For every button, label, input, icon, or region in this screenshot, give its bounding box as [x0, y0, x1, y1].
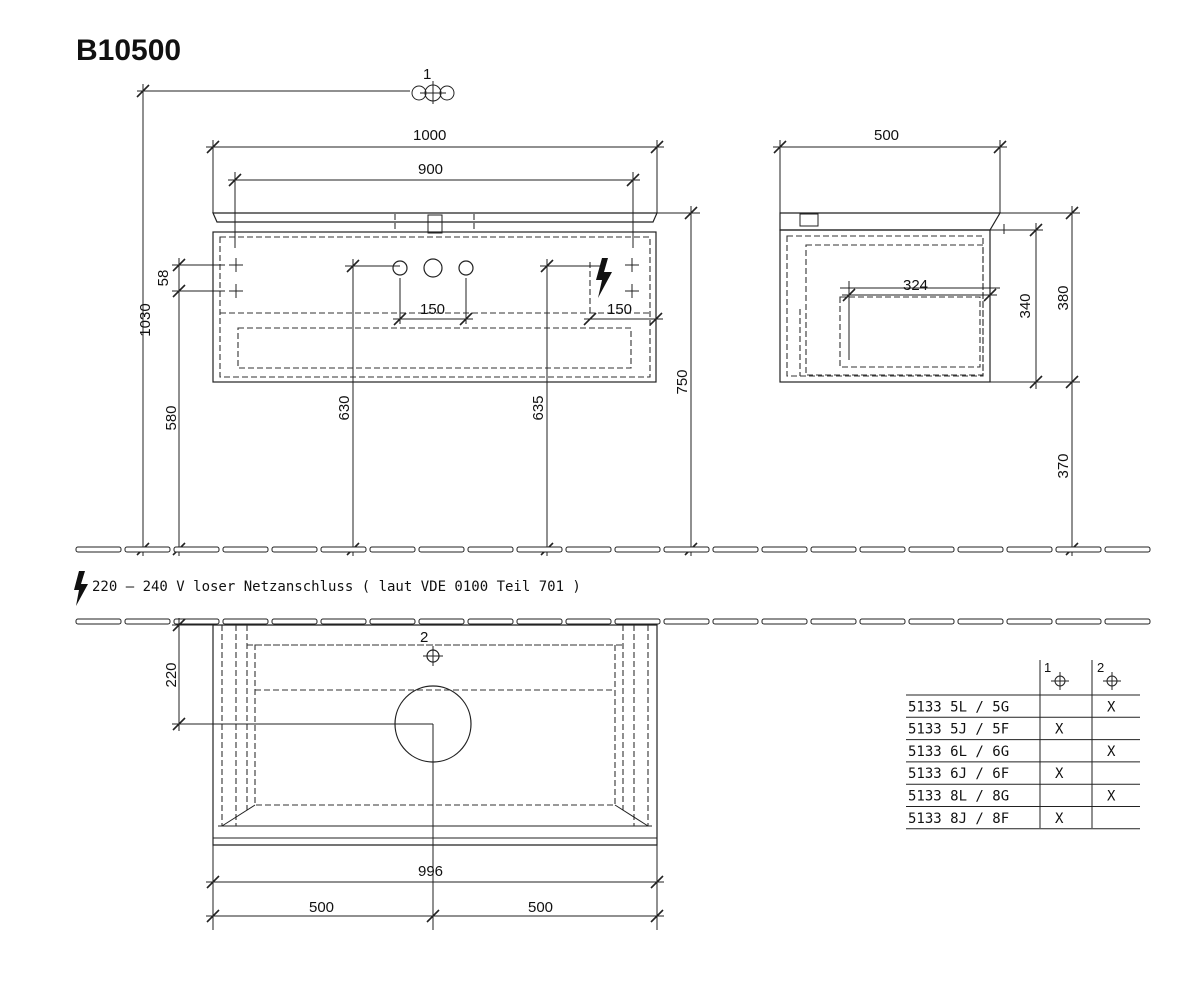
- dim-500-depth: 500: [874, 127, 899, 144]
- floor-block: [614, 618, 661, 625]
- dim-58: 58: [155, 270, 172, 287]
- floor-block: [810, 618, 857, 625]
- floor-block: [908, 546, 955, 553]
- floor-block: [320, 546, 367, 553]
- table-row-code: 5133 8L / 8G: [908, 789, 1009, 805]
- floor-block: [369, 618, 416, 625]
- floor-block: [761, 546, 808, 553]
- floor-line: [75, 546, 1151, 553]
- table-row-code: 5133 6J / 6F: [908, 766, 1009, 782]
- dim-150-left: 150: [420, 301, 445, 318]
- dim-220: 220: [163, 662, 180, 687]
- floor-block: [663, 618, 710, 625]
- dim-635: 635: [530, 395, 547, 420]
- floor-block: [320, 618, 367, 625]
- floor-block: [124, 546, 171, 553]
- floor-block: [1055, 618, 1102, 625]
- floor-block: [859, 546, 906, 553]
- dim-1030: 1030: [137, 303, 154, 336]
- dim-630: 630: [336, 395, 353, 420]
- floor-block: [712, 546, 759, 553]
- floor-block: [957, 546, 1004, 553]
- floor-block: [124, 618, 171, 625]
- floor-block: [75, 546, 122, 553]
- table-cell-1: X: [1055, 766, 1064, 782]
- floor-block: [810, 546, 857, 553]
- floor-block: [663, 546, 710, 553]
- dim-324: 324: [903, 277, 928, 294]
- floor-block: [271, 546, 318, 553]
- electrical-note: 220 – 240 V loser Netzanschluss ( laut V…: [92, 579, 581, 595]
- floor-block: [908, 618, 955, 625]
- floor-block: [75, 618, 122, 625]
- table-col-header-1: 1: [1044, 660, 1051, 675]
- dim-500-right: 500: [528, 899, 553, 916]
- table-col-header-2: 2: [1097, 660, 1104, 675]
- floor-block: [173, 618, 220, 625]
- table-header-icon-2: [1103, 672, 1121, 690]
- lightning-icon: [596, 258, 612, 298]
- tap-hole-icon: [392, 260, 408, 276]
- floor-block: [222, 546, 269, 553]
- dim-500-left: 500: [309, 899, 334, 916]
- floor-block: [712, 618, 759, 625]
- floor-block: [761, 618, 808, 625]
- floor-block: [418, 618, 465, 625]
- tap-hole-icon: [458, 260, 474, 276]
- drawing-title: B10500: [76, 34, 181, 67]
- table-row-code: 5133 8J / 8F: [908, 811, 1009, 827]
- variant-table: 1 2 5133 5L / 5G X 5133 5J / 5F X 5133 6L / …: [906, 660, 1140, 830]
- floor-block: [1104, 546, 1151, 553]
- table-cell-2: X: [1107, 789, 1116, 805]
- callout-1: 1: [423, 66, 431, 83]
- floor-block: [516, 546, 563, 553]
- floor-block: [1006, 618, 1053, 625]
- dim-150-right: 150: [607, 301, 632, 318]
- table-cell-1: X: [1055, 811, 1064, 827]
- floor-block: [467, 546, 514, 553]
- callout-1-icon: [411, 81, 455, 104]
- table-cell-2: X: [1107, 699, 1116, 715]
- dim-1000: 1000: [413, 127, 446, 144]
- floor-block: [957, 618, 1004, 625]
- dim-580: 580: [163, 405, 180, 430]
- dim-750: 750: [674, 369, 691, 394]
- callout-2: 2: [420, 629, 428, 646]
- table-cell-2: X: [1107, 744, 1116, 760]
- floor-block: [1006, 546, 1053, 553]
- dim-340: 340: [1017, 293, 1034, 318]
- table-row-code: 5133 5L / 5G: [908, 699, 1009, 715]
- floor-block: [516, 618, 563, 625]
- floor-block: [467, 618, 514, 625]
- front-view: 1000 900 1 1030 58 580 150: [136, 66, 700, 556]
- floor-block: [1104, 618, 1151, 625]
- floor-block: [271, 618, 318, 625]
- floor-block: [1055, 546, 1102, 553]
- tap-hole-icon: [423, 258, 443, 278]
- floor-block: [369, 546, 416, 553]
- floor-block: [859, 618, 906, 625]
- dim-370: 370: [1055, 453, 1072, 478]
- floor-block: [565, 618, 612, 625]
- wall-line: [75, 618, 1151, 625]
- table-cell-1: X: [1055, 722, 1064, 738]
- plan-view: 2 220 996 500 500: [163, 618, 664, 930]
- dim-900: 900: [418, 161, 443, 178]
- side-view: 500 324 340 380 370: [773, 127, 1080, 556]
- dim-380: 380: [1055, 285, 1072, 310]
- floor-block: [418, 546, 465, 553]
- table-row-code: 5133 5J / 5F: [908, 722, 1009, 738]
- floor-block: [173, 546, 220, 553]
- lightning-icon: [74, 571, 88, 606]
- table-header-icon-1: [1051, 672, 1069, 690]
- table-row-code: 5133 6L / 6G: [908, 744, 1009, 760]
- floor-block: [614, 546, 661, 553]
- dim-996: 996: [418, 863, 443, 880]
- floor-block: [222, 618, 269, 625]
- floor-block: [565, 546, 612, 553]
